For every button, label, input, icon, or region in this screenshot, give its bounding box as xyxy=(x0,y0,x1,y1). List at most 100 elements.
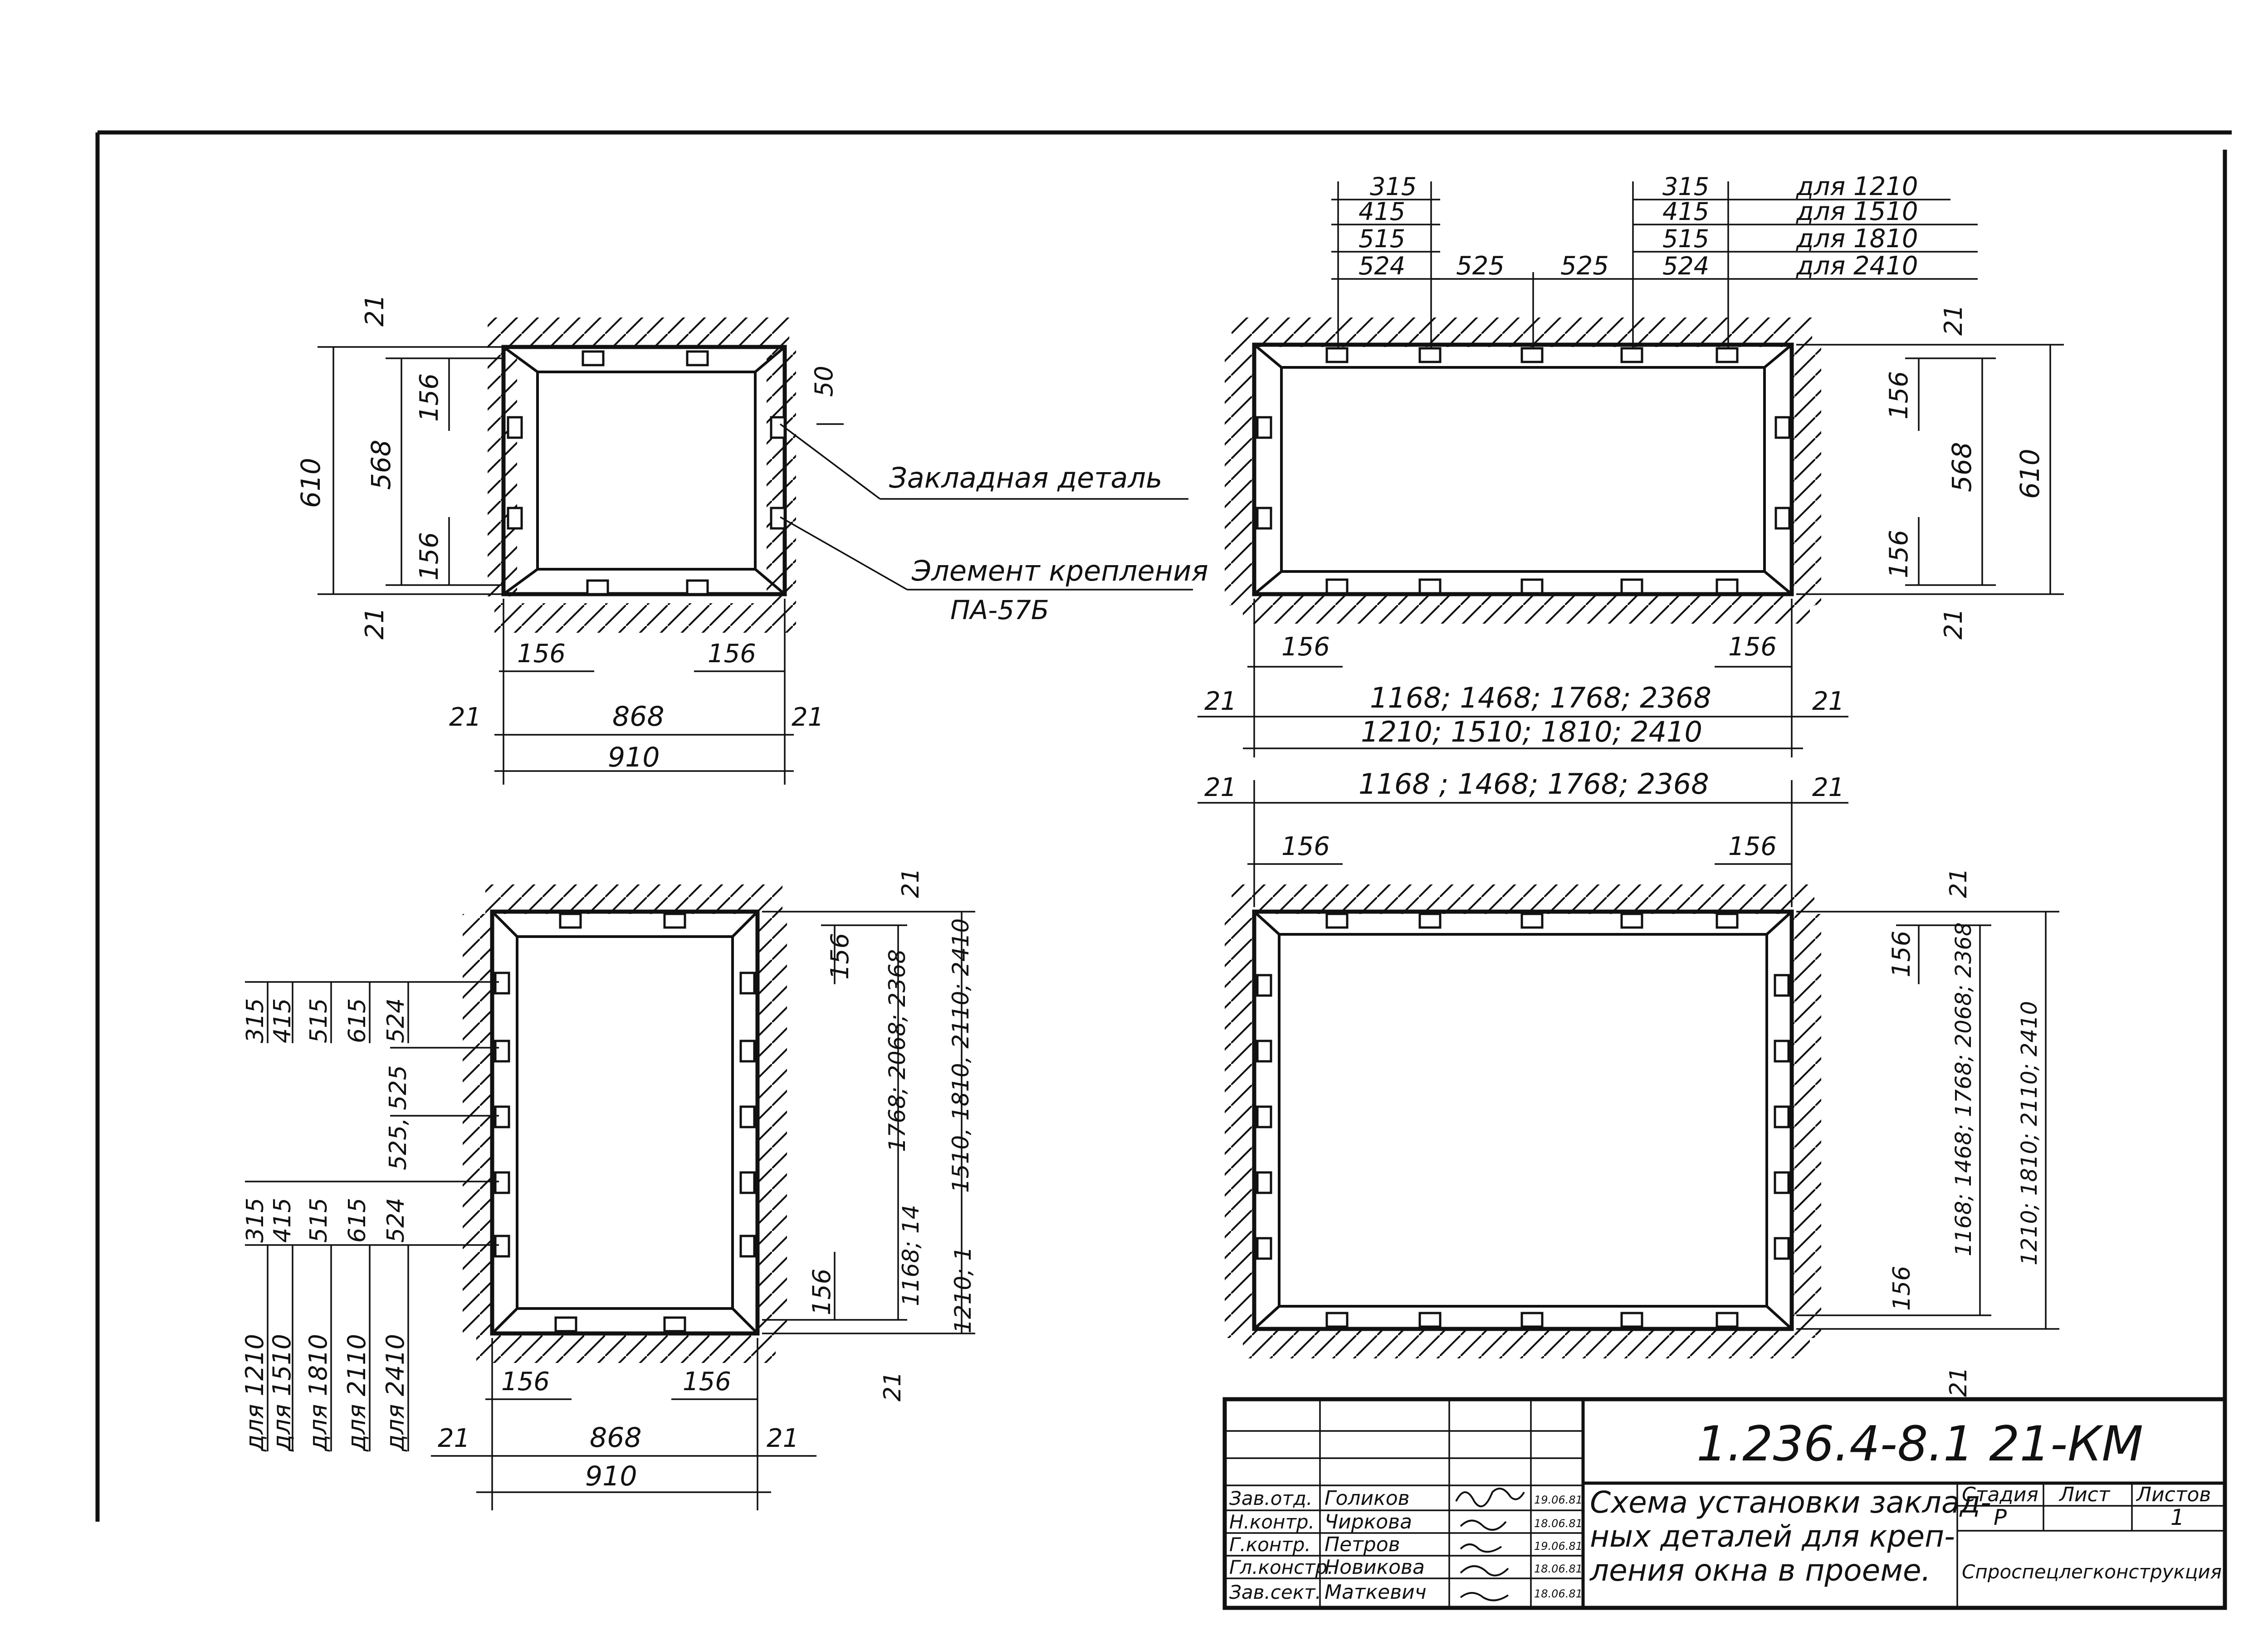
d4-right-156-bottom: 156 xyxy=(1888,1266,1916,1311)
signature xyxy=(1455,1488,1525,1508)
sheet-header: Лист xyxy=(2058,1483,2111,1506)
d1-dim-50: 50 xyxy=(810,366,838,397)
d2-right-568: 568 xyxy=(1946,442,1977,492)
d3-left-mid: 525, 525 xyxy=(385,1065,412,1170)
d3-right-inner-short: 1168; 14 xyxy=(898,1205,924,1306)
drawing-code: 1.236.4-8.1 21-КМ xyxy=(1696,1416,2143,1472)
d2-bottom-21-right: 21 xyxy=(1812,687,1844,716)
d3-label-1210: для 1210 xyxy=(240,1334,269,1452)
person-name: Петров xyxy=(1325,1533,1400,1556)
drawing-title-line-3: ления окна в проеме. xyxy=(1589,1553,1931,1588)
drawing-title-line-2: ных деталей для креп- xyxy=(1590,1519,1955,1554)
d2-bottom-156-right: 156 xyxy=(1728,632,1777,662)
d3-left-bot-315: 315 xyxy=(242,1198,269,1243)
d3-label-2110: для 2110 xyxy=(342,1334,371,1452)
d3-left-top-315: 315 xyxy=(242,998,269,1043)
d1-dim-156-d: 156 xyxy=(708,639,756,669)
d2-top-left-524: 524 xyxy=(1359,252,1405,280)
d1-dim-568: 568 xyxy=(366,439,396,490)
d3-bottom-21-left: 21 xyxy=(438,1424,470,1453)
callout-fastening-element-code: ПА-57Б xyxy=(950,595,1049,625)
d2-right-21-top: 21 xyxy=(1939,304,1968,336)
d4-right-156-top: 156 xyxy=(1887,931,1916,977)
d2-top-right-315: 315 xyxy=(1662,172,1709,201)
person-date: 19.06.81 xyxy=(1534,1540,1583,1553)
d1-dim-21-top: 21 xyxy=(360,294,390,327)
d2-bottom-156-left: 156 xyxy=(1281,632,1330,662)
d2-top-left-515: 515 xyxy=(1359,225,1405,253)
sheet-value: 1 xyxy=(2170,1505,2185,1530)
person-date: 18.06.81 xyxy=(1534,1563,1583,1575)
d3-left-bot-524: 524 xyxy=(382,1198,410,1243)
d3-bottom-868: 868 xyxy=(590,1422,642,1454)
d2-right-610: 610 xyxy=(2014,449,2045,499)
d4-top-21-right: 21 xyxy=(1812,773,1844,802)
d2-top-right-515: 515 xyxy=(1662,225,1709,253)
d3-bottom-21-right: 21 xyxy=(767,1424,799,1453)
d2-top-right-415: 415 xyxy=(1662,197,1709,226)
d3-left-top-524: 524 xyxy=(382,998,410,1043)
d3-bottom-156-left: 156 xyxy=(501,1367,550,1397)
d3-label-2410: для 2410 xyxy=(381,1334,410,1452)
d3-right-21-bottom: 21 xyxy=(879,1372,906,1401)
d3-right-outer-long: 1510, 1810, 2110; 2410 xyxy=(948,918,974,1193)
sheet-frame xyxy=(95,130,2232,1522)
signature xyxy=(1460,1519,1507,1531)
d4-right-21-top: 21 xyxy=(1945,868,1972,898)
person-date: 18.06.81 xyxy=(1534,1517,1583,1530)
d4-top-21-left: 21 xyxy=(1204,773,1237,802)
title-block: 1.236.4-8.1 21-КМ Схема установки заклад… xyxy=(1222,1397,2227,1610)
window-scheme-1: 21 610 568 156 156 21 50 156 156 21 868 … xyxy=(295,294,1208,785)
d1-dim-156-b: 156 xyxy=(415,532,444,581)
d3-left-bot-515: 515 xyxy=(305,1198,332,1243)
callout-embedded-part: Закладная деталь xyxy=(889,461,1163,494)
d3-right-outer-short: 1210; 1 xyxy=(950,1246,976,1333)
signature xyxy=(1460,1543,1502,1553)
d1-dim-21-left: 21 xyxy=(449,703,481,732)
callout-fastening-element: Элемент крепления xyxy=(911,554,1208,587)
d1-dim-156-a: 156 xyxy=(415,373,444,422)
person-date: 18.06.81 xyxy=(1534,1587,1583,1600)
d2-mid-525-a: 525 xyxy=(1456,251,1505,281)
d1-dim-868: 868 xyxy=(612,701,665,732)
d3-left-bot-615: 615 xyxy=(344,1198,371,1243)
drawing-title-line-1: Схема установки заклад- xyxy=(1590,1485,1991,1520)
signature xyxy=(1460,1565,1509,1577)
d2-top-left-415: 415 xyxy=(1359,197,1405,226)
window-scheme-3: 315 415 515 615 524 525, 525 315 415 515… xyxy=(240,868,976,1510)
stage-value: Р xyxy=(1994,1505,2007,1530)
d4-top-156-left: 156 xyxy=(1281,832,1330,861)
person-name: Чиркова xyxy=(1325,1510,1412,1533)
d4-right-outer: 1210; 1810; 2110; 2410 xyxy=(2017,1001,2042,1265)
d1-dim-21-right: 21 xyxy=(792,703,824,732)
d3-bottom-910: 910 xyxy=(585,1460,637,1492)
signature xyxy=(1460,1592,1509,1602)
sheets-header: Листов xyxy=(2136,1483,2211,1506)
d2-bottom-inner: 1168; 1468; 1768; 2368 xyxy=(1370,681,1711,714)
person-name: Голиков xyxy=(1325,1487,1410,1510)
person-name: Маткевич xyxy=(1325,1581,1427,1604)
person-name: Новикова xyxy=(1325,1556,1425,1579)
person-date: 19.06.81 xyxy=(1534,1494,1583,1506)
d1-dim-910: 910 xyxy=(608,742,660,773)
d2-label-1210: для 1210 xyxy=(1796,172,1918,201)
person-role: Зав.отд. xyxy=(1229,1487,1312,1509)
d2-right-156-b: 156 xyxy=(1884,530,1914,578)
d3-right-156-bottom: 156 xyxy=(807,1269,836,1315)
d4-top-inner: 1168 ; 1468; 1768; 2368 xyxy=(1359,767,1709,801)
d1-dim-156-c: 156 xyxy=(517,639,566,669)
d4-right-inner: 1168; 1468; 1768; 2068; 2368 xyxy=(1951,923,1976,1257)
window-scheme-2: 315 415 515 524 525 525 315 415 515 524 … xyxy=(1198,172,2064,757)
person-role: Гл.констр. xyxy=(1229,1556,1334,1578)
d2-label-1510: для 1510 xyxy=(1796,197,1918,226)
d3-left-top-415: 415 xyxy=(269,998,296,1043)
d3-bottom-156-right: 156 xyxy=(683,1367,731,1397)
d2-label-2410: для 2410 xyxy=(1796,251,1918,281)
d3-right-inner-long: 1768; 2068; 2368 xyxy=(884,949,910,1152)
organization: Спроспецлегконструкция xyxy=(1962,1561,2222,1583)
d4-right-21-bottom: 21 xyxy=(1945,1367,1972,1397)
person-role: Н.контр. xyxy=(1229,1511,1315,1533)
d3-left-bot-415: 415 xyxy=(269,1198,296,1243)
d2-top-left-315: 315 xyxy=(1370,172,1417,201)
